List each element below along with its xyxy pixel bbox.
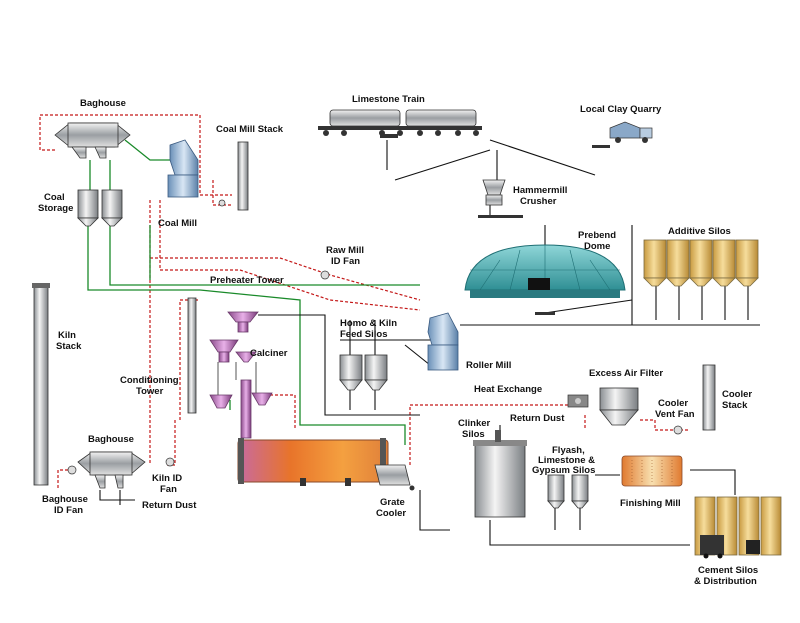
label-hammermill-2: Crusher — [520, 196, 557, 207]
label-additive-silos: Additive Silos — [668, 226, 731, 237]
coal-flow-lines — [87, 139, 420, 445]
label-coal-mill-stack: Coal Mill Stack — [216, 124, 284, 135]
preheater-tower — [187, 297, 273, 439]
label-limestone-train: Limestone Train — [352, 94, 425, 105]
kiln-stack — [32, 283, 50, 486]
finishing-mill — [621, 455, 683, 487]
rotary-kiln — [237, 438, 389, 486]
homo-feed-silos — [339, 354, 388, 391]
label-flyash-3: Gypsum Silos — [532, 465, 595, 476]
label-homo-1: Homo & Kiln — [340, 318, 397, 329]
bottom-baghouse — [67, 451, 175, 489]
label-hammermill-1: Hammermill — [513, 185, 567, 196]
label-prebend-2: Dome — [584, 241, 610, 252]
label-return-dust-bottom: Return Dust — [142, 500, 197, 511]
label-prebend-1: Prebend — [578, 230, 616, 241]
label-clinker-1: Clinker — [458, 418, 491, 429]
coal-storage-silos — [77, 189, 123, 227]
material-flow-lines — [99, 139, 760, 546]
label-grate-1: Grate — [380, 497, 405, 508]
label-cement-2: & Distribution — [694, 576, 757, 587]
clinker-silos — [473, 430, 527, 518]
cement-silos — [694, 496, 782, 559]
excess-air-filter — [567, 387, 639, 426]
label-roller-mill: Roller Mill — [466, 360, 511, 371]
label-conditioning-1: Conditioning — [120, 375, 179, 386]
label-flyash-2: Limestone & — [538, 455, 595, 466]
label-cooler-vent-1: Cooler — [658, 398, 688, 409]
label-cooler-vent-2: Vent Fan — [655, 409, 695, 420]
top-baghouse — [54, 122, 131, 159]
label-conditioning-2: Tower — [136, 386, 164, 397]
label-baghouse-id-1: Baghouse — [42, 494, 88, 505]
label-coal-storage-2: Storage — [38, 203, 73, 214]
prebend-dome — [464, 244, 626, 315]
limestone-train — [318, 109, 482, 138]
hammermill-crusher — [478, 179, 523, 218]
label-finishing-mill: Finishing Mill — [620, 498, 681, 509]
label-raw-mill-1: Raw Mill — [326, 245, 364, 256]
raw-mill-id-fan-icon — [320, 270, 330, 280]
quarry-truck-icon — [592, 121, 653, 148]
label-local-clay-quarry: Local Clay Quarry — [580, 104, 662, 115]
label-cooler-stack-1: Cooler — [722, 389, 752, 400]
cooler-vent-stack — [673, 364, 716, 435]
label-kiln-id-1: Kiln ID — [152, 473, 182, 484]
label-kiln-stack-2: Stack — [56, 341, 82, 352]
label-kiln-id-2: Fan — [160, 484, 177, 495]
coal-mill-stack — [218, 141, 249, 211]
additive-silos — [643, 239, 759, 287]
gas-flow-lines — [39, 114, 690, 490]
label-raw-mill-2: ID Fan — [331, 256, 360, 267]
label-baghouse-id-2: ID Fan — [54, 505, 83, 516]
diagram-labels: Baghouse Coal Mill Stack Limestone Train… — [38, 94, 758, 587]
label-return-dust-top: Return Dust — [510, 413, 565, 424]
flyash-silos — [547, 474, 589, 509]
label-coal-storage-1: Coal — [44, 192, 65, 203]
label-baghouse-bottom: Baghouse — [88, 434, 134, 445]
label-heat-exchange: Heat Exchange — [474, 384, 542, 395]
label-excess-air-filter: Excess Air Filter — [589, 368, 663, 379]
label-clinker-2: Silos — [462, 429, 485, 440]
label-preheater-tower: Preheater Tower — [210, 275, 284, 286]
label-coal-mill: Coal Mill — [158, 218, 197, 229]
label-cooler-stack-2: Stack — [722, 400, 748, 411]
label-cement-1: Cement Silos — [698, 565, 758, 576]
label-calciner: Calciner — [250, 348, 288, 359]
label-homo-2: Feed Silos — [340, 329, 388, 340]
label-baghouse-top: Baghouse — [80, 98, 126, 109]
roller-mill — [427, 312, 459, 371]
label-kiln-stack-1: Kiln — [58, 330, 76, 341]
coal-mill — [167, 139, 199, 198]
label-flyash-1: Flyash, — [552, 445, 585, 456]
grate-cooler — [374, 464, 415, 491]
label-grate-2: Cooler — [376, 508, 406, 519]
